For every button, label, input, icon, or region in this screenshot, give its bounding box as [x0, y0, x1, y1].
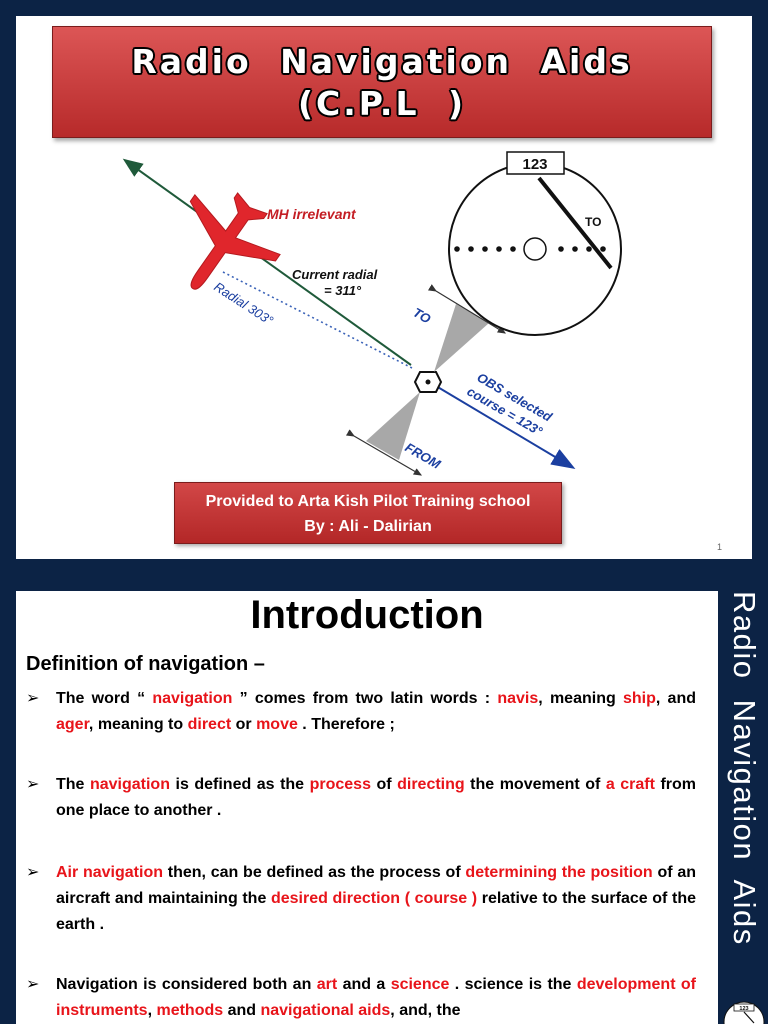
bullet-text-segment: , and	[655, 690, 696, 707]
indicator-to: TO	[585, 215, 601, 229]
highlighted-term: navigation	[152, 690, 233, 707]
bullet-text: The word “ navigation ” comes from two l…	[56, 686, 696, 738]
airplane-icon	[189, 192, 281, 290]
indicator-dots	[454, 246, 606, 252]
bullet-text-segment: . Therefore ;	[297, 716, 395, 733]
title-banner: Radio Navigation Aids (C.P.L )	[52, 26, 712, 138]
definition-heading: Definition of navigation –	[26, 653, 265, 675]
bullet-text-segment: The word “	[56, 690, 153, 707]
bullet-item: ➢ The navigation is defined as the proce…	[26, 772, 696, 824]
slide-title: Introduction	[250, 593, 484, 637]
highlighted-term: directing	[397, 776, 465, 793]
introduction-slide: Introduction Definition of navigation – …	[16, 591, 718, 1024]
bullet-item: ➢ The word “ navigation ” comes from two…	[26, 686, 696, 738]
bullet-text: Navigation is considered both an art and…	[56, 972, 696, 1024]
side-title-bar: Radio Navigation Aids	[722, 591, 766, 971]
bullet-text-segment: ” comes from two latin words :	[232, 690, 498, 707]
vor-station-dot	[425, 379, 431, 385]
bullet-text-segment: then, can be defined as the process of	[163, 864, 466, 881]
highlighted-term: determining the position	[465, 864, 653, 881]
logo-text: 123	[739, 1006, 748, 1012]
arrow-bullet-icon: ➢	[26, 976, 40, 993]
radial-303-dotted-line	[220, 270, 413, 369]
bullet-text-segment: relative to the surface of the earth .	[56, 890, 697, 933]
mh-label: MH irrelevant	[267, 206, 357, 222]
highlighted-term: science	[390, 976, 450, 993]
to-sector-arrow	[427, 284, 507, 334]
bullet-text-segment: Navigation is considered both an	[56, 976, 317, 993]
obs-indicator: 123 TO	[448, 151, 622, 336]
radial-303-label: Radial 303°	[211, 279, 276, 328]
bullet-text-segment: is defined as the	[169, 776, 310, 793]
side-title: Radio Navigation Aids	[727, 591, 762, 946]
bullet-item: ➢ Navigation is considered both an art a…	[26, 972, 696, 1024]
bullet-text-segment: , and, the	[390, 1002, 461, 1019]
bullet-text-segment: ,	[147, 1002, 157, 1019]
arrow-bullet-icon: ➢	[26, 864, 40, 881]
highlighted-term: navigational aids	[260, 1002, 391, 1019]
page-number: 1	[716, 542, 722, 552]
highlighted-term: ager	[56, 716, 89, 733]
bullet-text-segment: of an aircraft and maintaining the	[56, 864, 697, 907]
title-slide: Radio Navigation Aids (C.P.L )	[16, 16, 752, 559]
highlighted-term: Air navigation	[56, 864, 163, 881]
bullet-text-segment: or	[231, 716, 257, 733]
highlighted-term: ship	[622, 690, 656, 707]
credit-line-2: By : Ali - Dalirian	[304, 518, 432, 535]
credit-line-1: Provided to Arta Kish Pilot Training sch…	[205, 493, 531, 510]
bullet-text-segment: and	[223, 1002, 261, 1019]
highlighted-term: navis	[497, 690, 539, 707]
bullet-text-segment: , meaning	[538, 690, 623, 707]
arrow-bullet-icon: ➢	[26, 776, 40, 793]
current-radial-label-2: = 311°	[324, 283, 362, 298]
indicator-course: 123	[522, 156, 547, 173]
arrow-bullet-icon: ➢	[26, 690, 40, 707]
bullet-text-segment: The	[56, 776, 90, 793]
highlighted-term: art	[316, 976, 338, 993]
title-line-1: Radio Navigation Aids	[131, 42, 633, 81]
logo-icon: 123	[723, 1001, 765, 1024]
highlighted-term: methods	[156, 1002, 224, 1019]
bullet-text-segment: and a	[337, 976, 391, 993]
bullet-text-segment: the movement of	[464, 776, 606, 793]
highlighted-term: move	[256, 716, 298, 733]
highlighted-term: direct	[187, 716, 232, 733]
current-radial-label-1: Current radial	[292, 267, 378, 282]
cdi-needle	[537, 176, 613, 270]
bullet-text-segment: of	[370, 776, 398, 793]
highlighted-term: navigation	[89, 776, 170, 793]
highlighted-term: desired direction ( course )	[270, 890, 478, 907]
bullet-text-segment: from one place to another .	[56, 776, 697, 819]
highlighted-term: development of instruments	[56, 976, 696, 1019]
bullet-text: Air navigation then, can be defined as t…	[56, 860, 696, 938]
current-radial-line	[122, 158, 412, 366]
to-label: TO	[411, 305, 434, 327]
credit-banner: Provided to Arta Kish Pilot Training sch…	[174, 482, 562, 544]
title-line-2: (C.P.L )	[297, 84, 467, 123]
highlighted-term: process	[309, 776, 371, 793]
course-window	[506, 151, 565, 175]
obs-course-line	[435, 385, 576, 470]
vor-radial-diagram: MH irrelevant Current radial = 311° Radi…	[122, 151, 622, 476]
bullet-text-segment: . science is the	[449, 976, 577, 993]
from-sector-arrow	[345, 429, 423, 476]
bullet-text-segment: , meaning to	[88, 716, 188, 733]
bullet-text: The navigation is defined as the process…	[56, 772, 696, 824]
bullet-item: ➢ Air navigation then, can be defined as…	[26, 860, 696, 938]
highlighted-term: a craft	[605, 776, 655, 793]
indicator-center-circle	[523, 237, 547, 261]
